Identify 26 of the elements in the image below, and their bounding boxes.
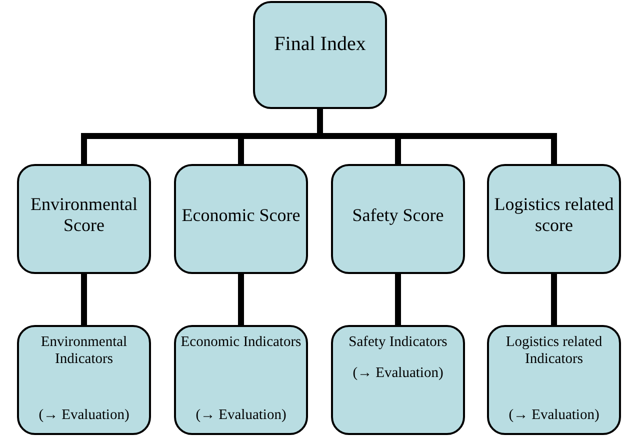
rounded-box bbox=[17, 325, 151, 435]
box-label: Final Index bbox=[274, 33, 366, 56]
box-label: Economic Indicators bbox=[180, 334, 302, 351]
box-label: Environmental Score bbox=[30, 194, 138, 236]
rounded-box bbox=[174, 164, 308, 274]
connector-line bbox=[238, 274, 244, 325]
box-label: Logistics related Indicators bbox=[504, 334, 604, 368]
rounded-box bbox=[17, 164, 151, 274]
box-label: Economic Score bbox=[182, 204, 300, 226]
box-label: (→ Evaluation) bbox=[508, 407, 600, 424]
box-label: (→ Evaluation) bbox=[352, 364, 444, 382]
rounded-box bbox=[174, 325, 308, 435]
box-label: Logistics related score bbox=[493, 194, 615, 236]
connector-line bbox=[81, 274, 87, 325]
rounded-box bbox=[331, 164, 465, 274]
box-label: Environmental Indicators bbox=[40, 334, 128, 368]
box-label: (→ Evaluation) bbox=[38, 407, 130, 424]
box-label: Safety Indicators bbox=[348, 334, 448, 351]
connector-line bbox=[551, 274, 557, 325]
box-label: (→ Evaluation) bbox=[196, 407, 286, 424]
connector-line bbox=[395, 274, 401, 325]
rounded-box bbox=[487, 164, 621, 274]
rounded-box bbox=[331, 325, 465, 435]
box-label: Safety Score bbox=[352, 204, 444, 226]
rounded-box bbox=[487, 325, 621, 435]
rounded-box bbox=[253, 1, 387, 109]
